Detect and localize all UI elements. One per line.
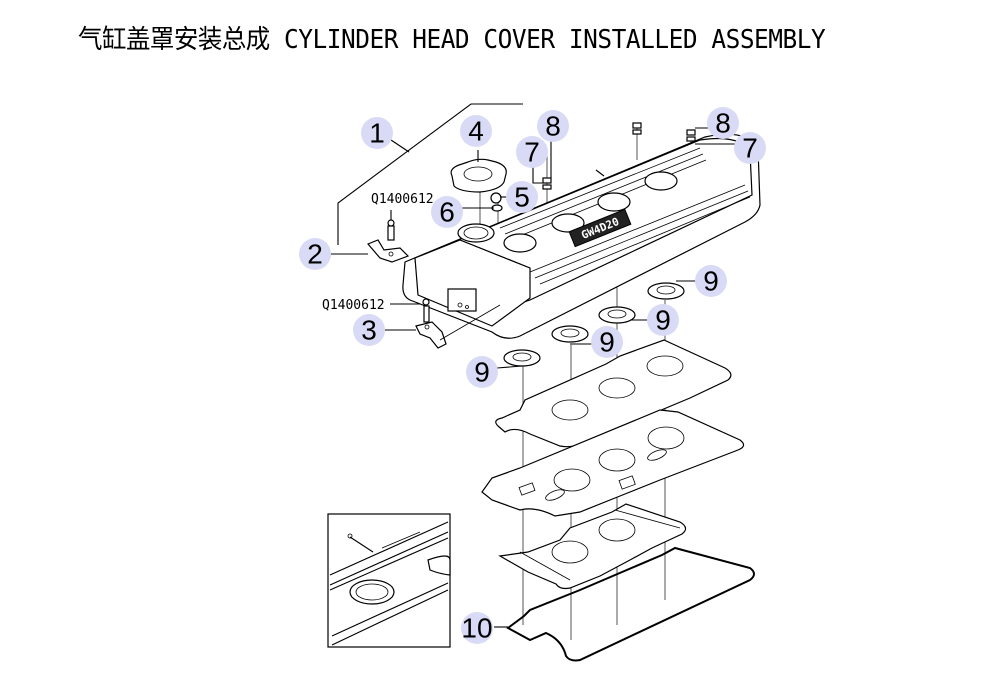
spark-plug-seal-4[interactable] [647, 282, 685, 300]
cover-bolt-center[interactable] [632, 122, 642, 135]
cover-gasket[interactable] [506, 546, 755, 662]
svg-text:5: 5 [514, 182, 530, 213]
callout-4[interactable]: 4 [460, 115, 492, 147]
oil-filler-neck [457, 223, 495, 243]
spark-plug-holes [503, 171, 678, 253]
cover-bolt-right[interactable] [686, 129, 696, 142]
svg-text:9: 9 [474, 357, 490, 388]
upper-gasket-plate[interactable] [495, 339, 732, 448]
callout-8b[interactable]: 8 [707, 107, 739, 139]
svg-text:8: 8 [715, 108, 731, 139]
spark-plug-seal-1[interactable] [503, 349, 541, 367]
callout-7b[interactable]: 7 [734, 132, 766, 164]
svg-text:8: 8 [545, 111, 561, 142]
cover-bolt-left[interactable] [542, 177, 552, 190]
callout-9c[interactable]: 9 [647, 304, 679, 336]
callout-9d[interactable]: 9 [695, 265, 727, 297]
assembly-bracket-lines [337, 103, 523, 245]
bracket-front-link [439, 304, 501, 341]
svg-text:2: 2 [307, 239, 323, 270]
svg-text:7: 7 [524, 137, 540, 168]
callout-5[interactable]: 5 [506, 181, 538, 213]
svg-text:9: 9 [599, 327, 615, 358]
svg-text:4: 4 [468, 116, 484, 147]
breather-plug[interactable] [490, 192, 502, 204]
callout-9a[interactable]: 9 [466, 356, 498, 388]
bracket-left[interactable] [366, 219, 410, 263]
cylinder-head-cover[interactable]: GW4D20 [402, 133, 761, 339]
svg-text:10: 10 [461, 613, 492, 644]
svg-text:3: 3 [361, 315, 377, 346]
bracket-front[interactable] [415, 298, 447, 349]
svg-text:9: 9 [703, 266, 719, 297]
callout-2[interactable]: 2 [299, 238, 331, 270]
diagram-title: 气缸盖罩安装总成 CYLINDER HEAD COVER INSTALLED A… [78, 25, 826, 55]
callout-7a[interactable]: 7 [516, 136, 548, 168]
baffle-plate[interactable] [498, 503, 687, 590]
detail-inset [327, 513, 451, 648]
leader-9a [496, 365, 523, 369]
spark-plug-seal-2[interactable] [551, 325, 589, 343]
callout-6[interactable]: 6 [431, 196, 463, 228]
callout-10[interactable]: 10 [461, 612, 493, 644]
callout-8a[interactable]: 8 [537, 110, 569, 142]
svg-text:6: 6 [439, 197, 455, 228]
callout-9b[interactable]: 9 [591, 326, 623, 358]
callout-3[interactable]: 3 [353, 314, 385, 346]
cylinder-head-gasket[interactable] [481, 409, 745, 517]
svg-text:9: 9 [655, 305, 671, 336]
callout-1[interactable]: 1 [361, 117, 393, 149]
part-number-label-front: Q1400612 [322, 298, 385, 313]
leader-7a [532, 165, 543, 184]
svg-text:7: 7 [742, 133, 758, 164]
oil-filler-cap[interactable] [450, 150, 507, 193]
svg-text:1: 1 [369, 118, 385, 149]
part-number-label-left: Q1400612 [371, 192, 434, 207]
front-mounting-tab [447, 288, 477, 312]
spark-plug-seal-3[interactable] [598, 306, 636, 324]
